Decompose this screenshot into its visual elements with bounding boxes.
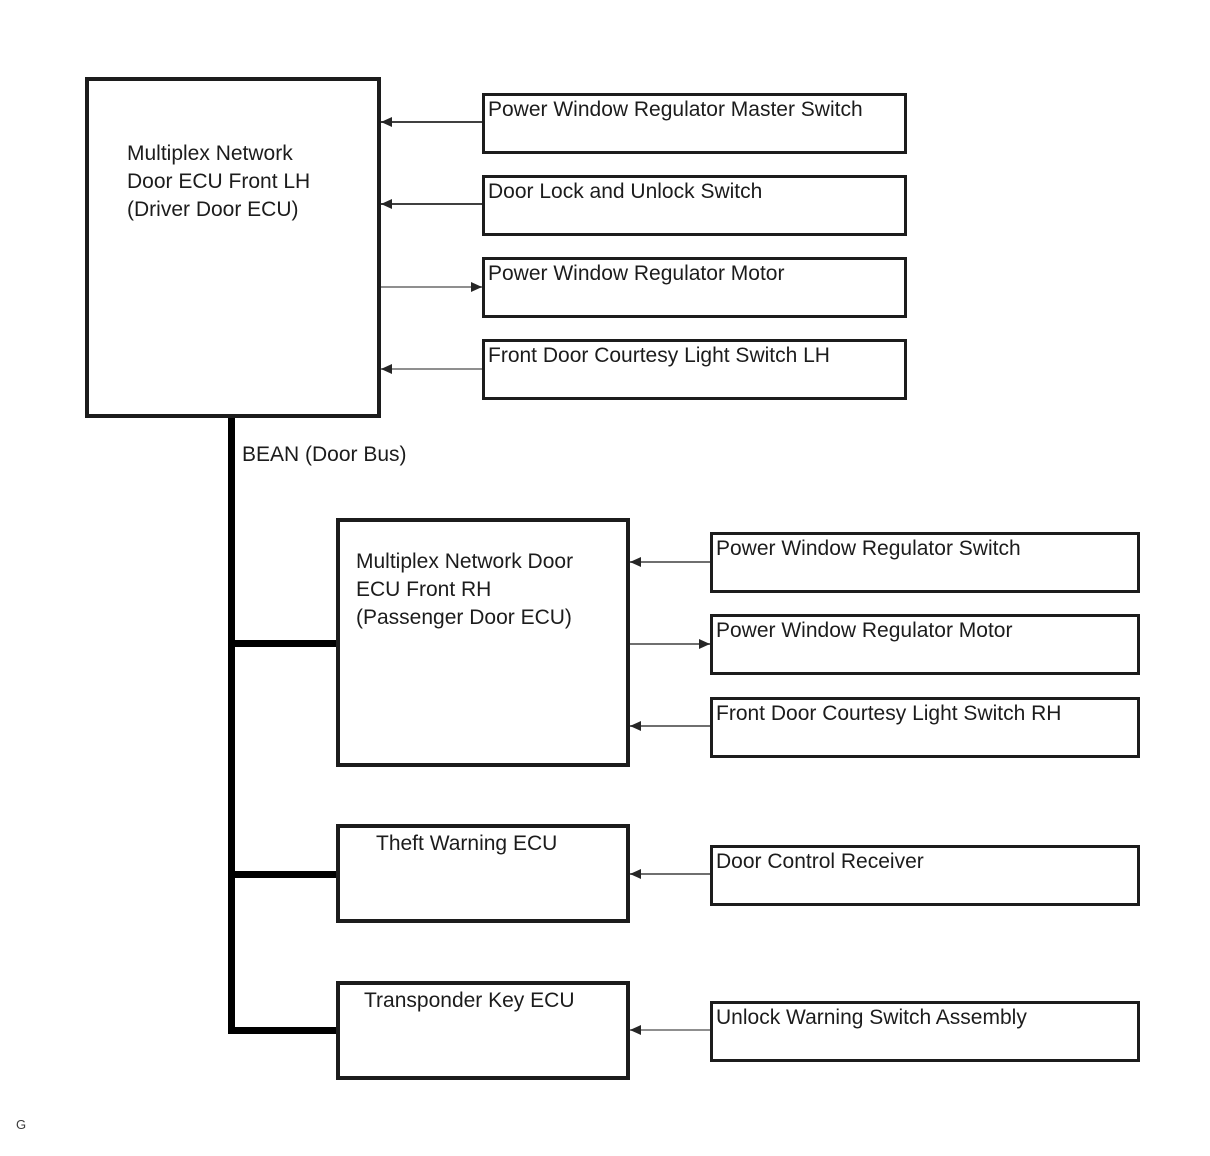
bus-label: BEAN (Door Bus)	[242, 443, 407, 466]
arrowhead-left-icon	[630, 557, 641, 567]
node-theft-warning-ecu: Theft Warning ECU	[336, 824, 630, 923]
node-unlock-warning-switch: Unlock Warning Switch Assembly	[710, 1001, 1140, 1062]
node-transponder-key-ecu-label: Transponder Key ECU	[364, 989, 575, 1012]
node-pw-motor-rh-label: Power Window Regulator Motor	[716, 619, 1013, 642]
node-driver-door-ecu-line3: (Driver Door ECU)	[127, 198, 299, 221]
node-pw-motor-rh: Power Window Regulator Motor	[710, 614, 1140, 675]
node-courtesy-light-switch-rh-label: Front Door Courtesy Light Switch RH	[716, 702, 1062, 725]
node-courtesy-light-switch-lh-label: Front Door Courtesy Light Switch LH	[488, 344, 830, 367]
bus-branch-theft-ecu	[228, 871, 336, 878]
node-passenger-door-ecu-line3: (Passenger Door ECU)	[356, 606, 572, 629]
node-passenger-door-ecu: Multiplex Network Door ECU Front RH (Pas…	[336, 518, 630, 767]
arrowhead-right-icon	[471, 282, 482, 292]
arrowhead-left-icon	[381, 364, 392, 374]
node-pw-motor-lh: Power Window Regulator Motor	[482, 257, 907, 318]
node-unlock-warning-switch-label: Unlock Warning Switch Assembly	[716, 1006, 1027, 1029]
arrowhead-left-icon	[630, 1025, 641, 1035]
bus-branch-passenger-ecu	[228, 640, 336, 647]
node-pw-switch-rh-label: Power Window Regulator Switch	[716, 537, 1021, 560]
arrowhead-left-icon	[630, 721, 641, 731]
node-driver-door-ecu-line2: Door ECU Front LH	[127, 170, 311, 193]
arrowhead-left-icon	[381, 199, 392, 209]
node-door-control-receiver-label: Door Control Receiver	[716, 850, 924, 873]
bus-branch-transponder-ecu	[228, 1027, 336, 1034]
node-driver-door-ecu: Multiplex Network Door ECU Front LH (Dri…	[85, 77, 381, 418]
node-door-lock-unlock-switch-label: Door Lock and Unlock Switch	[488, 180, 763, 203]
node-courtesy-light-switch-rh: Front Door Courtesy Light Switch RH	[710, 697, 1140, 758]
node-driver-door-ecu-line1: Multiplex Network	[127, 142, 293, 165]
corner-mark: G	[16, 1117, 27, 1132]
node-pw-master-switch-label: Power Window Regulator Master Switch	[488, 98, 863, 121]
node-pw-motor-lh-label: Power Window Regulator Motor	[488, 262, 785, 285]
node-pw-switch-rh: Power Window Regulator Switch	[710, 532, 1140, 593]
arrowhead-right-icon	[699, 639, 710, 649]
node-transponder-key-ecu: Transponder Key ECU	[336, 981, 630, 1080]
arrowhead-left-icon	[630, 869, 641, 879]
node-door-lock-unlock-switch: Door Lock and Unlock Switch	[482, 175, 907, 236]
node-theft-warning-ecu-label: Theft Warning ECU	[376, 832, 558, 855]
arrowhead-left-icon	[381, 117, 392, 127]
node-pw-master-switch: Power Window Regulator Master Switch	[482, 93, 907, 154]
node-courtesy-light-switch-lh: Front Door Courtesy Light Switch LH	[482, 339, 907, 400]
node-passenger-door-ecu-line2: ECU Front RH	[356, 578, 492, 601]
node-passenger-door-ecu-line1: Multiplex Network Door	[356, 550, 574, 573]
bus-vertical-line	[228, 416, 235, 1034]
node-door-control-receiver: Door Control Receiver	[710, 845, 1140, 906]
